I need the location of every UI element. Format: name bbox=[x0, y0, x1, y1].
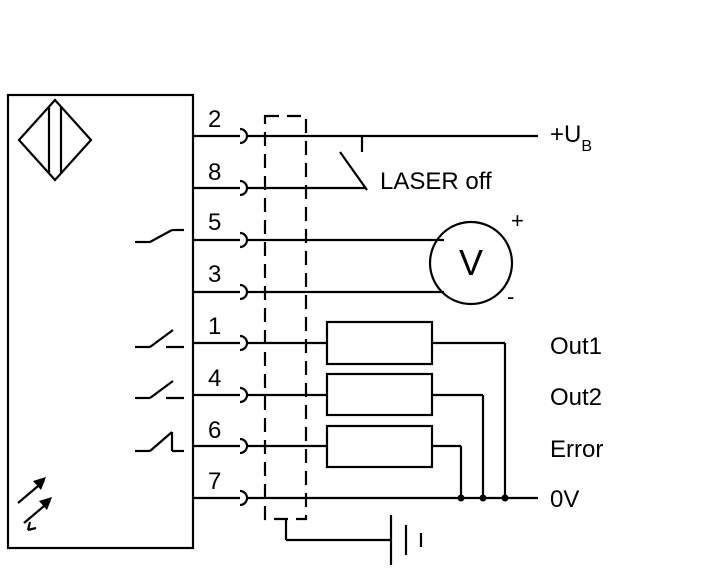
supply-label: +UB bbox=[550, 121, 592, 155]
pin-label-2: 2 bbox=[208, 106, 221, 133]
connector-pin-3 bbox=[193, 283, 444, 301]
junction-dot bbox=[501, 494, 509, 502]
junction-dot bbox=[457, 494, 465, 502]
voltmeter-symbol: V bbox=[459, 242, 483, 283]
output-label-out2: Out2 bbox=[550, 384, 602, 411]
connector-pin-4 bbox=[193, 386, 327, 404]
pin-label-5: 5 bbox=[208, 209, 221, 236]
voltmeter-plus: + bbox=[511, 208, 524, 233]
supply-label-main: +U bbox=[550, 121, 581, 148]
switch-symbol-pin5 bbox=[135, 228, 184, 244]
sensor-symbol-icon bbox=[17, 98, 93, 182]
output-label-error: Error bbox=[550, 436, 603, 463]
laser-off-label: LASER off bbox=[380, 168, 492, 195]
light-arrows-icon bbox=[17, 477, 52, 532]
load-resistor-out1 bbox=[325, 320, 507, 498]
connector-pin-6 bbox=[193, 437, 327, 455]
laser-off-switch bbox=[339, 136, 368, 191]
pin-label-6: 6 bbox=[208, 417, 221, 444]
pin-label-7: 7 bbox=[208, 468, 221, 495]
output-label-out1: Out1 bbox=[550, 333, 602, 360]
pin-label-8: 8 bbox=[208, 159, 221, 186]
shield-ground-connection bbox=[284, 519, 391, 542]
switch-symbol-pin4 bbox=[135, 380, 184, 400]
pin-label-4: 4 bbox=[208, 365, 221, 392]
pin-label-3: 3 bbox=[208, 261, 221, 288]
cable-shield bbox=[263, 114, 308, 521]
junction-dot bbox=[479, 494, 487, 502]
switch-symbol-pin1 bbox=[135, 329, 184, 349]
pin-label-1: 1 bbox=[208, 313, 221, 340]
connector-pin-7 bbox=[193, 489, 538, 507]
output-label-ground: 0V bbox=[550, 486, 579, 513]
sensor-housing bbox=[6, 93, 195, 550]
voltmeter-minus: - bbox=[507, 284, 514, 309]
connector-pin-2 bbox=[193, 127, 538, 145]
ground-icon bbox=[389, 515, 423, 565]
supply-label-subscript: B bbox=[581, 138, 592, 155]
load-resistor-out2 bbox=[325, 372, 485, 498]
connector-pin-1 bbox=[193, 334, 327, 352]
voltmeter-icon bbox=[428, 220, 514, 306]
switch-symbol-pin6 bbox=[135, 431, 184, 453]
connector-pin-5 bbox=[193, 231, 444, 249]
load-resistor-error bbox=[325, 424, 463, 498]
